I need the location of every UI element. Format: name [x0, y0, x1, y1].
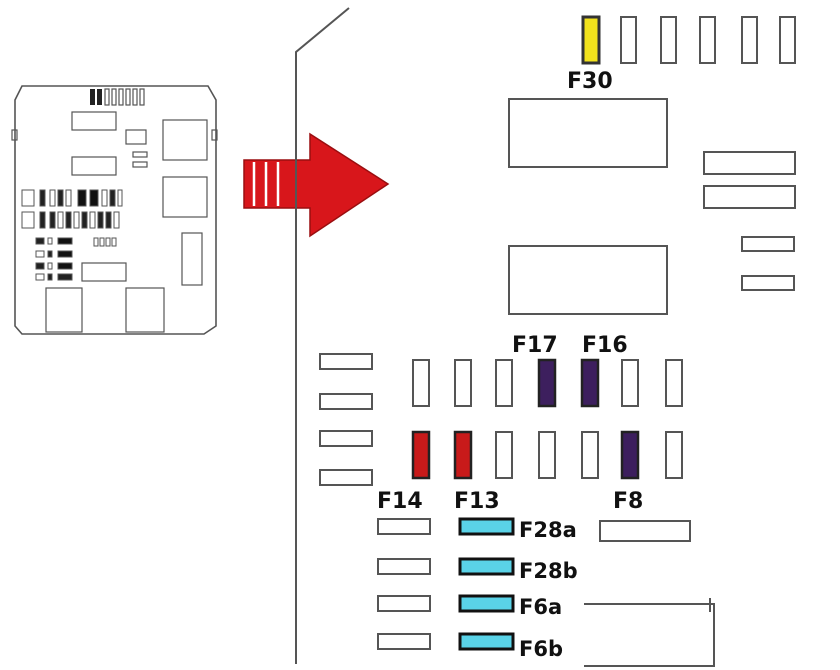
fuse-box-overview [11, 85, 218, 335]
relay-upper [508, 98, 668, 168]
side-fuse-slot [377, 633, 431, 650]
fuse-f28a [458, 517, 515, 536]
right-arrow-icon [243, 132, 390, 238]
side-fuse-slot [319, 430, 373, 447]
label-f16: F16 [582, 333, 628, 358]
arrow-shape [243, 132, 390, 238]
fuse-f6a [458, 594, 515, 613]
label-f6a: F6a [519, 595, 562, 619]
overview-fuse-rows [21, 189, 123, 281]
small-fuse-slot [741, 236, 795, 252]
label-f8: F8 [613, 489, 643, 514]
side-fuse-slot [319, 393, 373, 410]
fuse-slot [660, 16, 677, 64]
side-fuse-slot [319, 353, 373, 370]
fuse-slot [665, 431, 683, 479]
fuse-slot [620, 16, 637, 64]
fuse-slot [741, 16, 758, 64]
label-f13: F13 [454, 489, 500, 514]
module-outline [584, 603, 715, 667]
label-f17: F17 [512, 333, 558, 358]
fuse-slot [495, 359, 513, 407]
label-f28a: F28a [519, 518, 577, 542]
fuse-slot [454, 359, 472, 407]
small-fuse-slot [741, 275, 795, 291]
side-fuse-slot [377, 558, 431, 575]
fuse-f13 [453, 430, 473, 480]
zoom-boundary-line [295, 7, 350, 664]
side-fuse-slot [377, 595, 431, 612]
fuse-f17 [537, 358, 557, 408]
maxi-fuse-slot [703, 151, 796, 175]
side-fuse-slot [319, 469, 373, 486]
fuse-f6b [458, 632, 515, 651]
fuse-slot [665, 359, 683, 407]
fuse-slot [699, 16, 716, 64]
fuse-f28b [458, 557, 515, 576]
fuse-box-detail [319, 15, 796, 667]
fuse-slot [495, 431, 513, 479]
overview-top-fuses [90, 89, 102, 105]
label-f30: F30 [567, 69, 613, 94]
fuse-f30 [581, 15, 601, 65]
relay-lower [508, 245, 668, 315]
label-f14: F14 [377, 489, 423, 514]
fuse-slot [779, 16, 796, 64]
maxi-fuse-slot [703, 185, 796, 209]
overview-outline [14, 85, 217, 335]
label-f6b: F6b [519, 637, 563, 661]
relay-small [599, 520, 691, 542]
fuse-f8 [620, 430, 640, 480]
fuse-slot [621, 359, 639, 407]
fuse-slot [581, 431, 599, 479]
fuse-labels: F30 F17 F16 F14 F13 F8 F28a F28b F6a F6b [377, 69, 643, 661]
fuse-slot [538, 431, 556, 479]
label-f28b: F28b [519, 559, 578, 583]
side-fuse-slot [377, 518, 431, 535]
fuse-slot [412, 359, 430, 407]
fuse-f16 [580, 358, 600, 408]
fuse-f14 [411, 430, 431, 480]
